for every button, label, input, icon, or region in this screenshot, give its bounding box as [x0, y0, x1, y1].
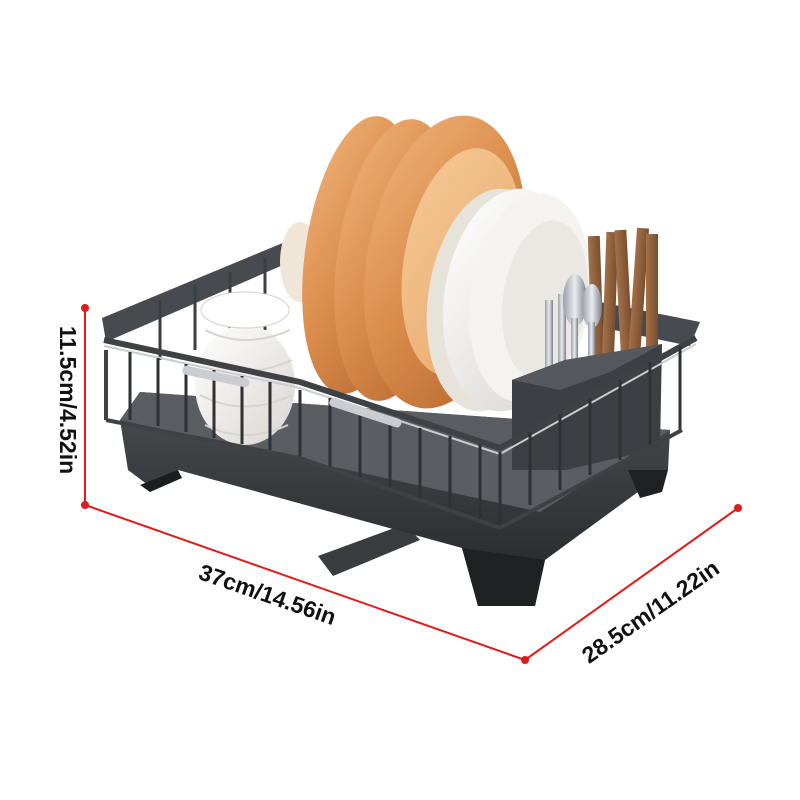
rack-front-frame [103, 335, 698, 531]
dish-rack-illustration [102, 115, 700, 606]
cutlery [545, 274, 602, 380]
dimension-lines [81, 304, 742, 664]
height-label: 11.5cm/4.52in [55, 326, 81, 474]
white-plates [426, 188, 592, 412]
height-dimension-line [81, 304, 89, 509]
drain-spout [318, 524, 420, 576]
depth-dimension-line [524, 504, 742, 661]
